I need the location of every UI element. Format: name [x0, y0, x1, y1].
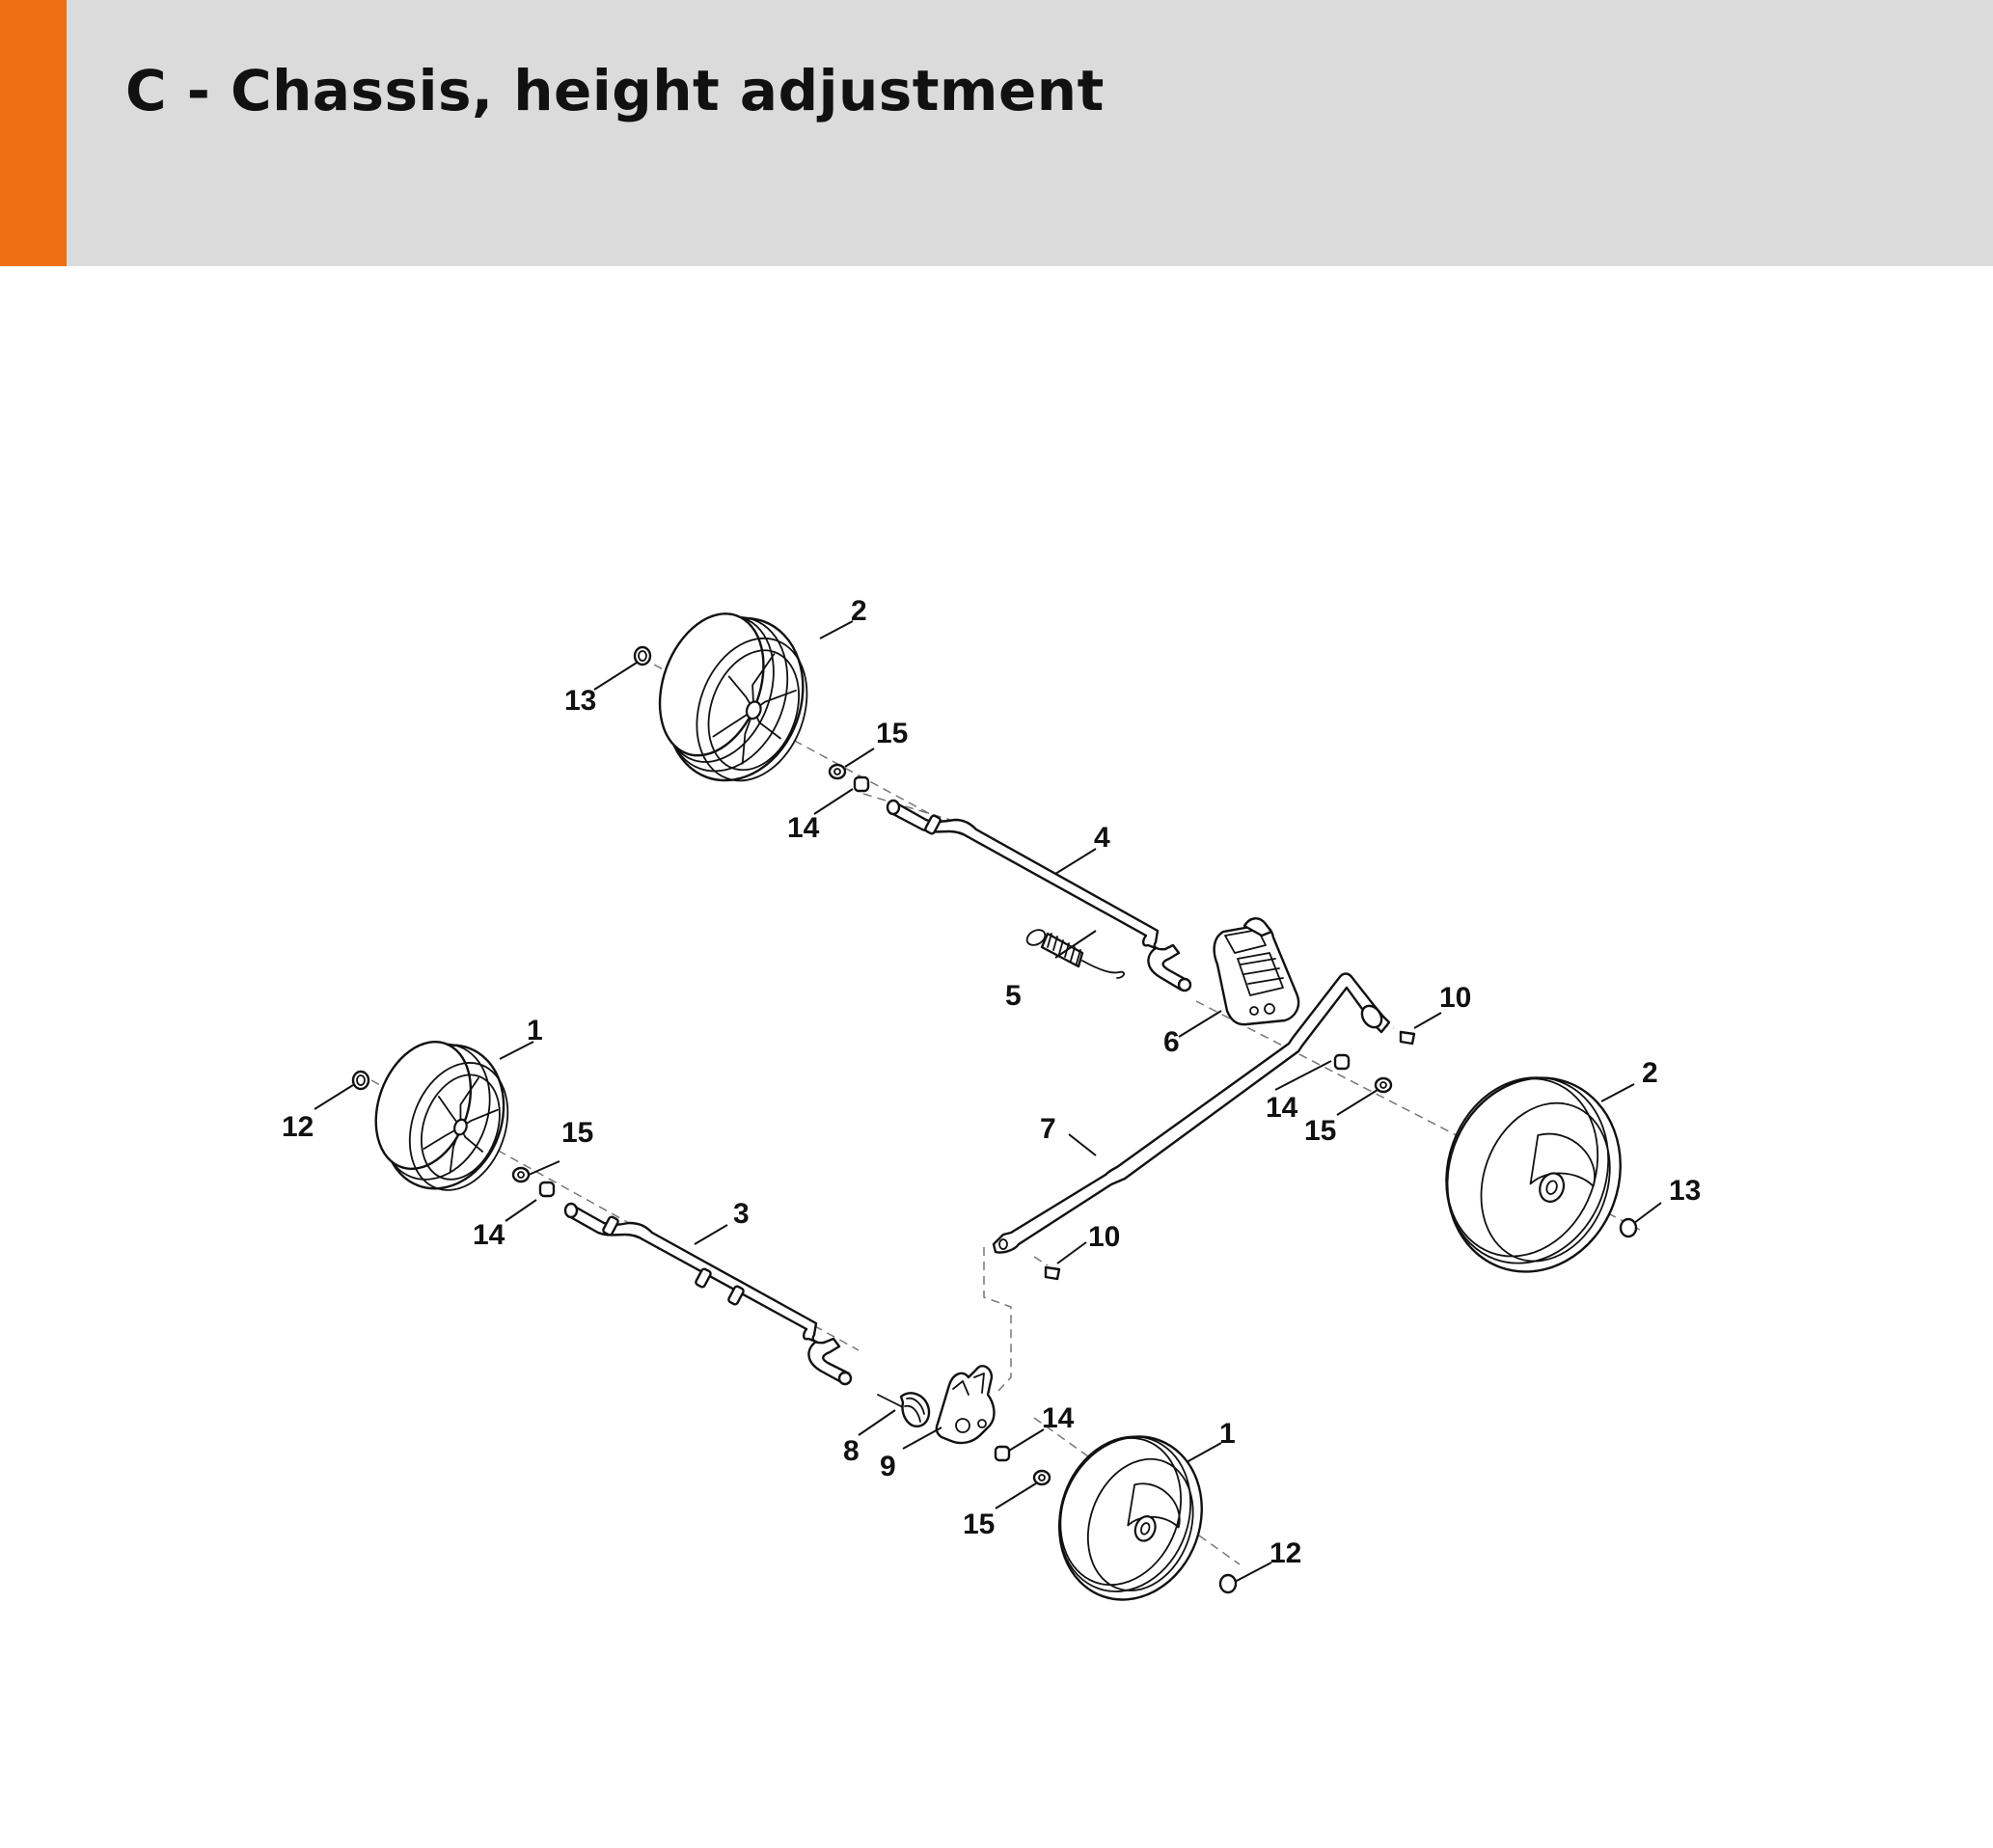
callout-7: 7 — [1040, 1113, 1056, 1145]
wheel-2-rear-left — [658, 612, 808, 782]
hub-cap-12-left — [351, 1070, 370, 1091]
bushing-14-a — [853, 775, 870, 793]
front-axle-3 — [563, 1202, 853, 1386]
callout-8: 8 — [843, 1435, 860, 1467]
callout-5: 5 — [1005, 980, 1022, 1012]
callout-leader-lines — [314, 620, 1662, 1583]
callout-13: 13 — [1669, 1175, 1701, 1207]
assembly-axis-lines — [370, 657, 1641, 1565]
washer-15-c — [1374, 1076, 1393, 1094]
callout-14: 14 — [1266, 1092, 1298, 1124]
callout-14: 14 — [1042, 1402, 1075, 1434]
header-bar: C - Chassis, height adjustment — [0, 0, 1993, 266]
tension-spring-5 — [1025, 929, 1125, 979]
callout-2: 2 — [1642, 1057, 1658, 1089]
hub-cap-13-right — [1619, 1217, 1638, 1238]
callout-15: 15 — [876, 718, 908, 749]
screw-10-b — [1044, 1265, 1061, 1281]
page-title: C - Chassis, height adjustment — [125, 58, 1105, 123]
callout-15: 15 — [963, 1508, 995, 1540]
bushing-14-d — [994, 1445, 1011, 1462]
callout-10: 10 — [1439, 982, 1471, 1014]
hub-cap-13-top — [633, 645, 652, 666]
adjustment-rod-7 — [992, 972, 1391, 1254]
bushing-14-b — [538, 1181, 556, 1198]
washer-15-b — [511, 1166, 531, 1183]
height-adjust-bracket-6 — [1213, 917, 1300, 1026]
wheel-1-front-right — [1058, 1435, 1203, 1601]
callout-4: 4 — [1094, 822, 1110, 854]
wheel-2-rear-right — [1445, 1076, 1622, 1273]
hub-cap-12-bottom — [1218, 1573, 1238, 1594]
callout-14: 14 — [787, 812, 820, 844]
callout-14: 14 — [473, 1219, 505, 1251]
bushing-14-c — [1333, 1053, 1351, 1071]
hardware-parts — [351, 645, 1638, 1594]
header-accent-stripe — [0, 0, 67, 266]
torsion-spring-8 — [877, 1392, 931, 1427]
callout-2: 2 — [851, 595, 867, 627]
washer-15-d — [1032, 1469, 1051, 1486]
washer-15-a — [828, 763, 847, 780]
callout-12: 12 — [1270, 1537, 1301, 1569]
callout-12: 12 — [282, 1111, 314, 1143]
callout-15: 15 — [1304, 1115, 1336, 1147]
callout-10: 10 — [1088, 1221, 1120, 1253]
callout-3: 3 — [733, 1198, 750, 1230]
rear-axle-4 — [886, 799, 1192, 992]
callout-6: 6 — [1163, 1026, 1180, 1058]
callout-9: 9 — [880, 1451, 896, 1482]
callout-15: 15 — [561, 1117, 593, 1149]
callout-1: 1 — [527, 1015, 543, 1046]
callout-13: 13 — [564, 685, 596, 717]
screw-10-a — [1399, 1030, 1416, 1046]
wheel-1-front-left — [374, 1041, 509, 1191]
height-adjust-bracket-9 — [935, 1365, 996, 1445]
callout-labels: 2 13 15 14 4 5 6 10 1 12 14 15 2 7 15 14… — [282, 595, 1701, 1569]
callout-1: 1 — [1219, 1418, 1236, 1450]
